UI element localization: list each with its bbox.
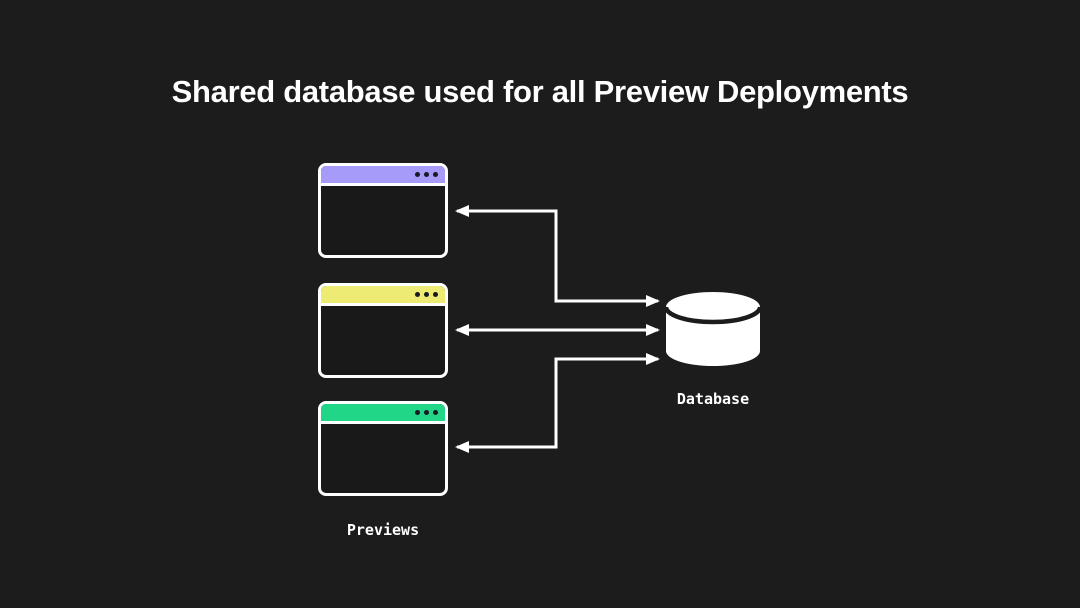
window-dot-icon — [415, 410, 420, 415]
window-dot-icon — [424, 292, 429, 297]
database-label: Database — [676, 390, 750, 408]
database-cylinder-lid-line — [663, 306, 763, 325]
window-content — [321, 424, 445, 490]
window-dot-icon — [415, 292, 420, 297]
connection-preview1-database — [455, 205, 660, 307]
window-titlebar — [321, 404, 445, 424]
window-dot-icon — [433, 410, 438, 415]
window-controls-icon — [415, 410, 438, 415]
database-cylinder-icon — [663, 292, 763, 366]
connection-preview3-database — [455, 353, 660, 453]
preview-window-1 — [318, 163, 448, 258]
diagram-title: Shared database used for all Preview Dep… — [171, 74, 909, 109]
database-cylinder-body — [666, 292, 760, 366]
preview-window-3 — [318, 401, 448, 496]
window-dot-icon — [433, 292, 438, 297]
window-controls-icon — [415, 292, 438, 297]
window-titlebar — [321, 166, 445, 186]
window-controls-icon — [415, 172, 438, 177]
window-dot-icon — [424, 410, 429, 415]
previews-label: Previews — [346, 521, 420, 539]
connection-arrows — [455, 205, 660, 453]
window-dot-icon — [433, 172, 438, 177]
window-dot-icon — [415, 172, 420, 177]
preview-window-2 — [318, 283, 448, 378]
window-titlebar — [321, 286, 445, 306]
window-dot-icon — [424, 172, 429, 177]
window-content — [321, 186, 445, 252]
window-content — [321, 306, 445, 372]
